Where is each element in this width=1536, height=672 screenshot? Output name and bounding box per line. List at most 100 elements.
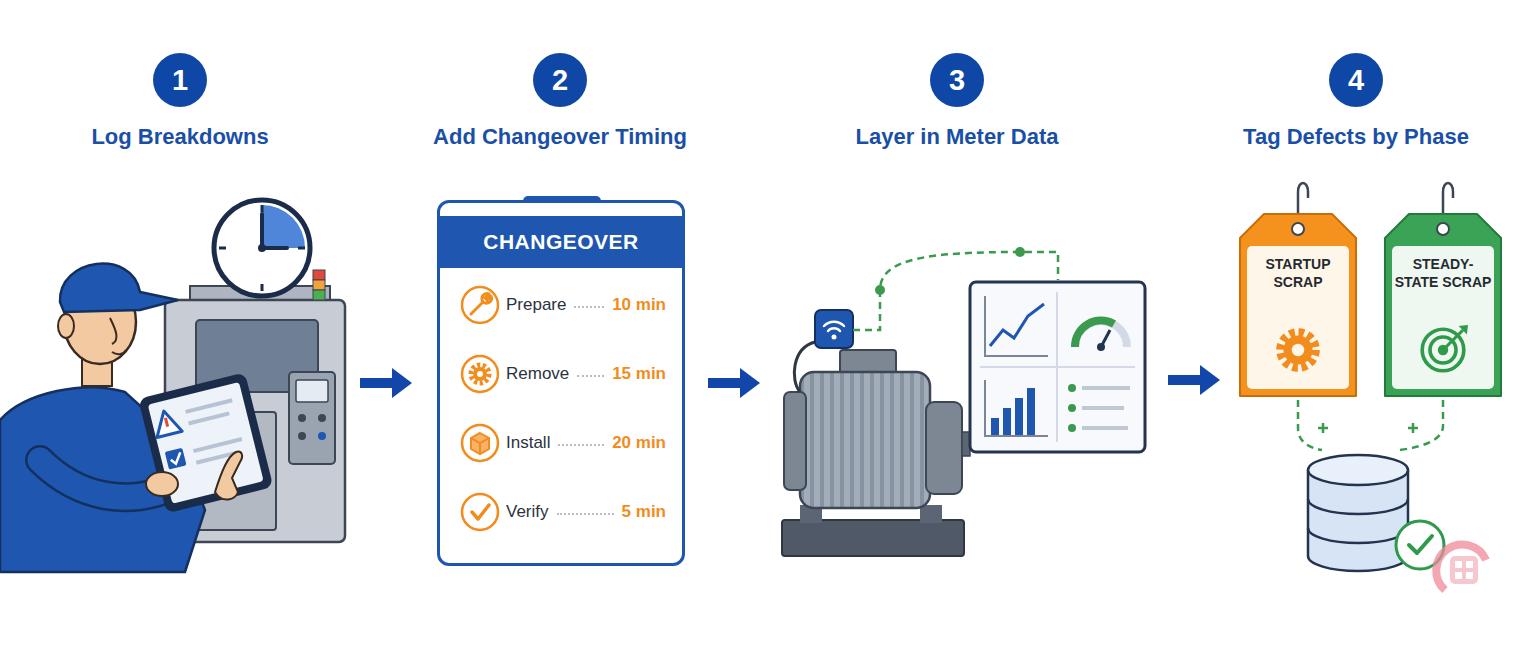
machine (298, 432, 306, 440)
step-title-text: Layer in Meter Data (856, 124, 1059, 149)
step-title: Add Changeover Timing (360, 124, 760, 150)
step-number: 2 (533, 53, 587, 107)
machine (289, 372, 335, 464)
worker (138, 372, 273, 513)
step-icon (462, 425, 498, 461)
tag-to-database-link (1298, 400, 1322, 450)
dashboard-screen (1082, 426, 1128, 430)
worker (193, 439, 242, 451)
step-number-text: 3 (949, 66, 965, 95)
machine (318, 432, 326, 440)
watermark (1450, 556, 1478, 584)
dashboard-screen (985, 380, 1048, 436)
dashboard-screen (1068, 404, 1076, 412)
tag-text: STEADY-STATE SCRAP (1391, 256, 1495, 291)
worker (0, 264, 273, 572)
tag-panel (1247, 246, 1349, 389)
worker (60, 264, 178, 312)
step-title: Tag Defects by Phase (1156, 124, 1536, 150)
dashboard-screen (985, 296, 1048, 356)
timing-row: Remove15 min (506, 358, 666, 390)
step-icon (462, 494, 498, 530)
tag-to-database-link (1408, 423, 1418, 433)
dashboard-screen (970, 282, 1145, 452)
tag-panel (1392, 246, 1494, 389)
motor (832, 335, 837, 340)
card-header: CHANGEOVER (440, 216, 682, 268)
dashboard-screen (1027, 388, 1035, 435)
dashboard-screen (1082, 386, 1130, 390)
dashboard-screen (970, 282, 1145, 452)
worker (189, 413, 230, 423)
motor (920, 505, 942, 523)
clock (261, 284, 264, 291)
step-arrow (360, 368, 412, 398)
watermark (1436, 545, 1486, 590)
motor (824, 322, 844, 331)
tag-to-database-link (1318, 423, 1328, 433)
step-title: Log Breakdowns (0, 124, 380, 150)
dotted-leader (574, 306, 604, 308)
check-badge (1409, 536, 1432, 553)
machine (298, 414, 306, 422)
tag-body (1240, 214, 1356, 396)
worker (112, 350, 126, 354)
dashboard-screen (1003, 408, 1011, 435)
dotted-leader (558, 444, 604, 446)
dotted-leader (577, 375, 604, 377)
dashboard-screen (1068, 424, 1076, 432)
worker (215, 452, 242, 500)
timing-row: Verify 5 min (506, 496, 666, 528)
tag-hole (1437, 223, 1449, 235)
step-title-text: Add Changeover Timing (433, 124, 687, 149)
step-title-text: Log Breakdowns (91, 124, 268, 149)
step-icon (462, 287, 498, 323)
dashboard-screen (991, 418, 999, 435)
step-number: 4 (1329, 53, 1383, 107)
watermark (1455, 572, 1462, 579)
tag-to-database-link (1298, 400, 1443, 450)
changeover-card: CHANGEOVERPrepare10 minRemove15 minInsta… (437, 200, 685, 566)
step-number-text: 1 (172, 66, 188, 95)
task-name: Remove (506, 364, 569, 384)
step-arrow (708, 368, 760, 398)
task-name: Verify (506, 502, 549, 522)
clock (260, 214, 264, 248)
worker (165, 418, 167, 427)
step-number-text: 2 (552, 66, 568, 95)
database (1308, 455, 1408, 571)
clock (258, 244, 266, 252)
tag-hole (1292, 223, 1304, 235)
motor (800, 372, 930, 508)
clock (219, 247, 226, 250)
worker (186, 400, 233, 412)
dotted-leader (557, 513, 614, 515)
dashboard-screen (980, 366, 1135, 368)
tag-to-database-link (1400, 400, 1443, 450)
database (1308, 455, 1408, 485)
dashboard-screen (1068, 384, 1076, 392)
worker (58, 314, 74, 338)
tag-body (1385, 214, 1501, 396)
machine (313, 290, 325, 300)
motor (782, 310, 970, 556)
task-name: Prepare (506, 295, 566, 315)
worker (110, 318, 116, 344)
worker (138, 372, 273, 513)
dashboard-screen (1082, 406, 1124, 410)
tag-text: STARTUP SCRAP (1246, 256, 1350, 291)
watermark (1455, 561, 1462, 568)
machine (313, 280, 325, 290)
scrap-tag: STARTUP SCRAP (1238, 212, 1358, 398)
step-title: Layer in Meter Data (757, 124, 1157, 150)
scrap-tag: STEADY-STATE SCRAP (1383, 212, 1503, 398)
worker (170, 452, 183, 464)
tag-shape (1238, 212, 1358, 398)
dashboard-screen (990, 304, 1044, 346)
motor (794, 342, 815, 392)
clock (214, 200, 310, 296)
machine (318, 414, 326, 422)
duration: 5 min (622, 502, 666, 522)
tag-icon (1280, 332, 1315, 367)
